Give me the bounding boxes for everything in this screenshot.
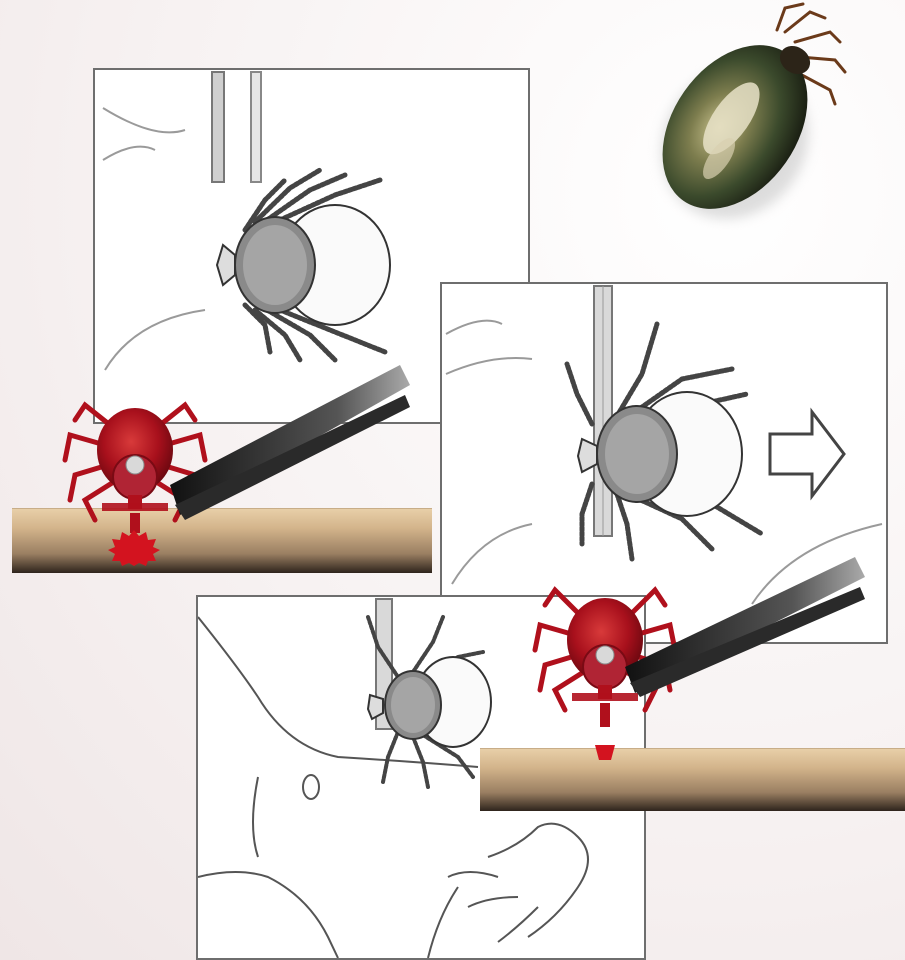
real-tick-photo — [635, 2, 855, 232]
tick-icon — [40, 365, 460, 575]
arrow-right-icon — [770, 412, 844, 496]
blood-drop-icon — [595, 745, 615, 760]
blood-drop-icon — [108, 530, 160, 566]
tick-icon — [515, 555, 870, 770]
